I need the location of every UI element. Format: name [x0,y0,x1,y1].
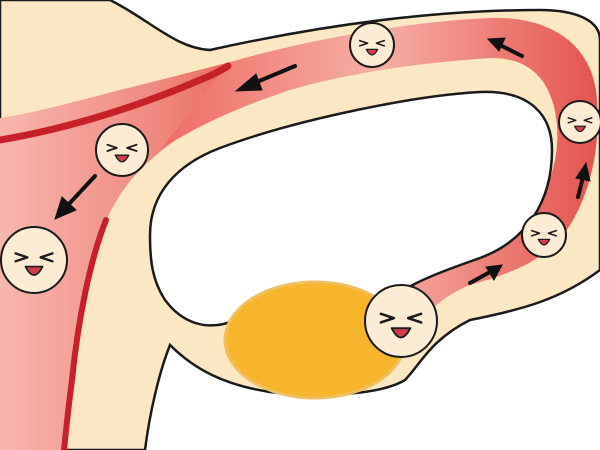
smiling-embryo-icon [95,123,149,177]
smiling-embryo-icon [521,212,567,258]
smiling-embryo-icon [364,284,438,358]
smiling-embryo-icon [0,226,68,294]
uterine-cavity [0,62,255,450]
arrow-icon [234,64,297,92]
smiling-embryo-icon [558,100,600,144]
embryo-faces [0,22,600,358]
smiling-embryo-icon [349,22,395,68]
blood-vessel-lower [61,217,109,450]
inner-opening [148,90,554,327]
direction-arrows [54,37,591,285]
arrow-icon [486,37,524,58]
arrow-icon [54,174,97,220]
blood-vessel-upper [0,62,232,144]
arrow-icon [468,264,503,285]
arrow-icon [575,161,591,199]
